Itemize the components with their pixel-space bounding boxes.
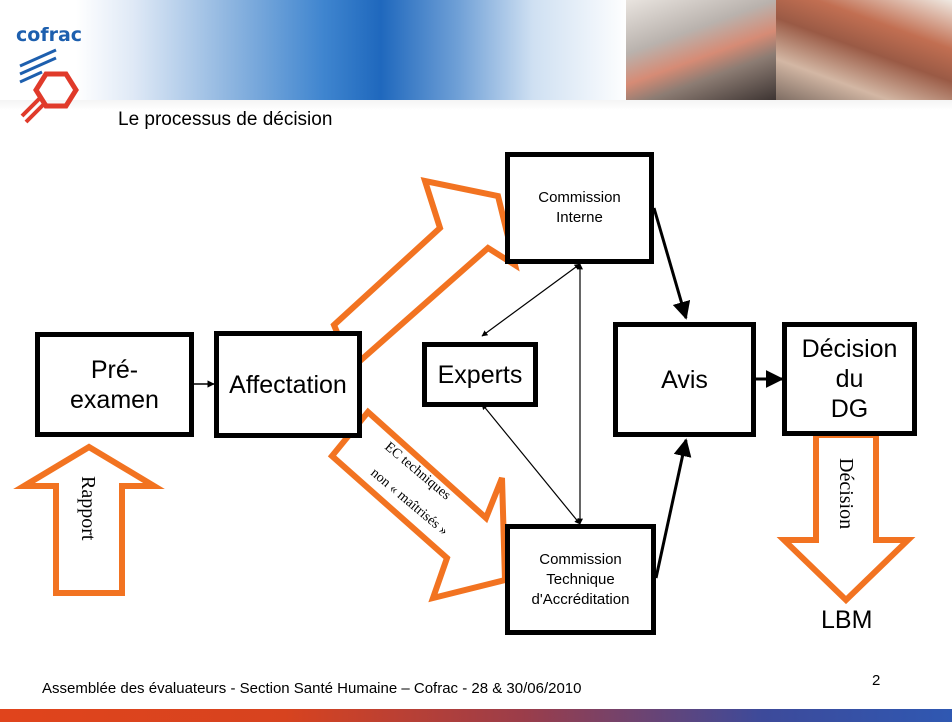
header-photo-microscope xyxy=(626,0,776,100)
rapport-label: Rapport xyxy=(77,476,99,541)
commission-technique-label: Commission Technique d'Accréditation xyxy=(531,550,630,608)
cofrac-logo: cofrac xyxy=(16,24,96,124)
pre-examen-node: Pré- examen xyxy=(35,332,194,437)
decision-dg-node: Décision du DG xyxy=(782,322,917,436)
footer-text: Assemblée des évaluateurs - Section Sant… xyxy=(42,680,582,697)
experts-node: Experts xyxy=(422,342,538,407)
decision-block-arrow xyxy=(776,432,916,605)
lbm-outcome: LBM xyxy=(821,606,873,634)
commission-interne-node: Commission Interne xyxy=(505,152,654,264)
commission-interne-to-avis-arrow xyxy=(652,207,691,320)
pre-examen-label: Pré- examen xyxy=(70,355,159,414)
decision-dg-label: Décision du DG xyxy=(801,335,898,423)
affectation-label: Affectation xyxy=(229,370,347,399)
logo-text: cofrac xyxy=(16,24,83,46)
avis-node: Avis xyxy=(613,322,756,437)
avis-label: Avis xyxy=(661,365,708,394)
experts-commission-technique-arrow xyxy=(481,403,581,525)
header-photo-gears xyxy=(776,0,952,100)
experts-label: Experts xyxy=(437,360,523,389)
header-shadow xyxy=(0,100,952,110)
page-number: 2 xyxy=(872,672,881,689)
decision-arrow-label: Décision xyxy=(835,458,857,529)
affectation-node: Affectation xyxy=(214,331,362,438)
rapport-block-arrow xyxy=(13,443,165,596)
logo-emblem-icon xyxy=(19,48,79,124)
commission-technique-to-avis-arrow xyxy=(654,438,692,579)
commission-interne-label: Commission Interne xyxy=(538,189,621,226)
slide-title: Le processus de décision xyxy=(118,109,333,130)
bottom-color-bar xyxy=(0,709,952,722)
commission-technique-node: Commission Technique d'Accréditation xyxy=(505,524,656,635)
experts-commission-interne-arrow xyxy=(481,263,581,337)
